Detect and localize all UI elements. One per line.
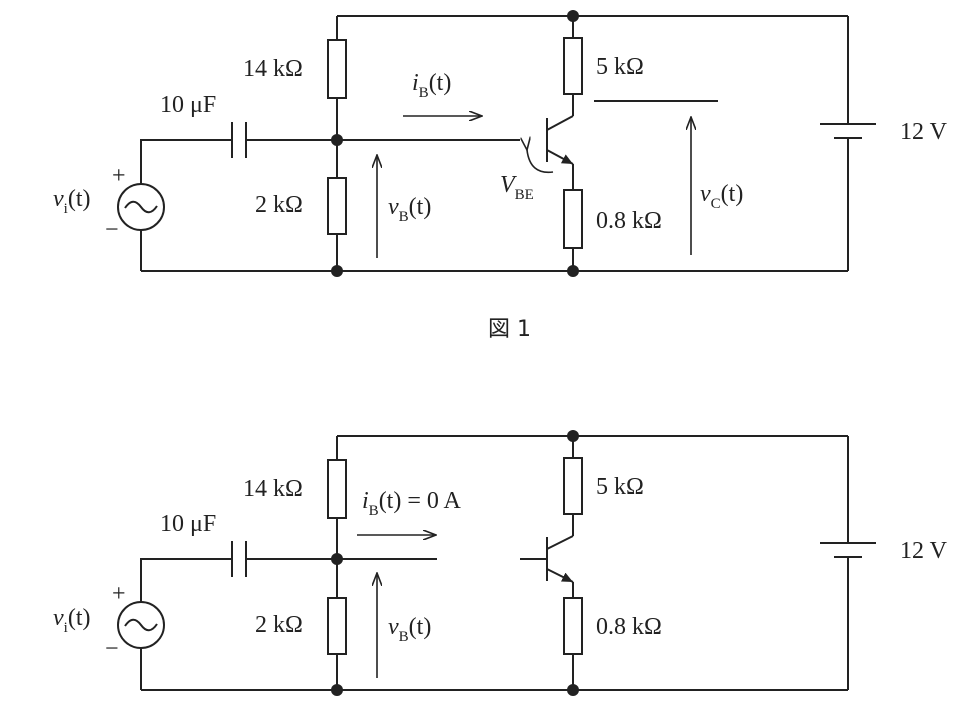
capacitor-icon — [231, 541, 247, 577]
r-bottom-label: 2 kΩ — [255, 192, 303, 218]
resistor-icon — [563, 37, 583, 95]
r-collector-label: 5 kΩ — [596, 54, 644, 80]
r-top-label: 14 kΩ — [243, 476, 303, 502]
vb-label: vB(t) — [388, 614, 431, 645]
battery-label: 12 V — [900, 538, 948, 564]
resistor-icon — [563, 189, 583, 249]
r-emitter-label: 0.8 kΩ — [596, 208, 662, 234]
resistor-icon — [563, 457, 583, 515]
ac-source-icon — [117, 183, 165, 231]
junction-dot — [567, 10, 579, 22]
r-emitter-label: 0.8 kΩ — [596, 614, 662, 640]
battery-label: 12 V — [900, 119, 948, 145]
resistor-icon — [327, 597, 347, 655]
source-plus-sign: + — [112, 163, 126, 189]
resistor-icon — [563, 597, 583, 655]
source-minus-sign: − — [105, 217, 119, 243]
junction-dot — [331, 553, 343, 565]
battery-icon — [820, 542, 876, 558]
capacitor-label: 10 μF — [160, 92, 216, 118]
source-plus-sign: + — [112, 581, 126, 607]
source-minus-sign: − — [105, 636, 119, 662]
junction-dot — [567, 684, 579, 696]
battery-icon — [820, 123, 876, 139]
resistor-icon — [327, 39, 347, 99]
capacitor-label: 10 μF — [160, 511, 216, 537]
r-collector-label: 5 kΩ — [596, 474, 644, 500]
figure-caption: 図 1 — [488, 317, 531, 342]
ac-source-icon — [117, 601, 165, 649]
figure-2: + − vi(t) 10 μF 14 kΩ 2 kΩ 5 kΩ 0.8 kΩ 1… — [53, 430, 948, 696]
r-bottom-label: 2 kΩ — [255, 612, 303, 638]
fig2-wires — [140, 435, 849, 691]
vbe-label: VBE — [500, 172, 534, 203]
junction-dot — [331, 684, 343, 696]
fig1-wires — [140, 15, 849, 272]
source-voltage-label: vi(t) — [53, 186, 90, 217]
junction-dot — [331, 134, 343, 146]
junction-dot — [567, 265, 579, 277]
resistor-icon — [327, 177, 347, 235]
vbe-arrow-icon — [527, 150, 554, 174]
source-voltage-label: vi(t) — [53, 605, 90, 636]
vc-label: vC(t) — [700, 181, 743, 212]
junction-dot — [567, 430, 579, 442]
figure-1: + − vi(t) 10 μF 14 kΩ 2 kΩ 5 kΩ 0.8 kΩ 1… — [53, 10, 948, 342]
npn-transistor-icon — [546, 535, 574, 583]
capacitor-icon — [231, 122, 247, 158]
ib-label: iB(t) = 0 A — [362, 488, 462, 519]
ib-label: iB(t) — [412, 70, 451, 101]
r-top-label: 14 kΩ — [243, 56, 303, 82]
npn-transistor-icon — [546, 115, 574, 165]
junction-dot — [331, 265, 343, 277]
vb-label: vB(t) — [388, 194, 431, 225]
resistor-icon — [327, 459, 347, 519]
